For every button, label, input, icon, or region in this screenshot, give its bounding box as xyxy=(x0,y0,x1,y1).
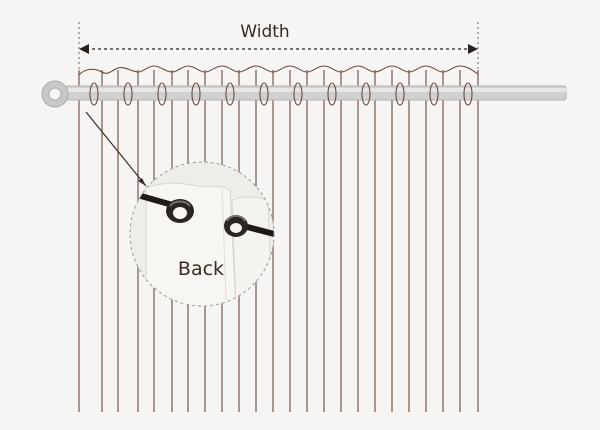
grommet-ring-icon xyxy=(191,82,201,106)
back-label: Back xyxy=(178,258,224,280)
grommet-ring-icon xyxy=(166,199,194,223)
grommet-ring-icon xyxy=(259,82,269,106)
grommet-ring-icon xyxy=(89,82,99,106)
width-dimension: Width xyxy=(78,22,479,70)
width-label: Width xyxy=(240,22,289,42)
grommet-ring-icon xyxy=(361,82,371,106)
curtain-rod xyxy=(41,80,567,108)
grommet-rings xyxy=(89,82,473,106)
grommet-ring-icon xyxy=(225,82,235,106)
curtain-fabric xyxy=(78,70,479,412)
back-detail-callout: Back xyxy=(129,161,275,307)
callout-pointer xyxy=(85,111,147,187)
grommet-ring-icon xyxy=(293,82,303,106)
grommet-ring-icon xyxy=(429,82,439,106)
grommet-ring-icon xyxy=(395,82,405,106)
grommet-ring-icon xyxy=(157,82,167,106)
grommet-ring-icon xyxy=(463,82,473,106)
grommet-ring-icon xyxy=(123,82,133,106)
grommet-ring-icon xyxy=(327,82,337,106)
curtain-header xyxy=(78,65,479,76)
rod-finial-icon xyxy=(41,80,69,108)
grommet-ring-icon xyxy=(224,214,248,237)
